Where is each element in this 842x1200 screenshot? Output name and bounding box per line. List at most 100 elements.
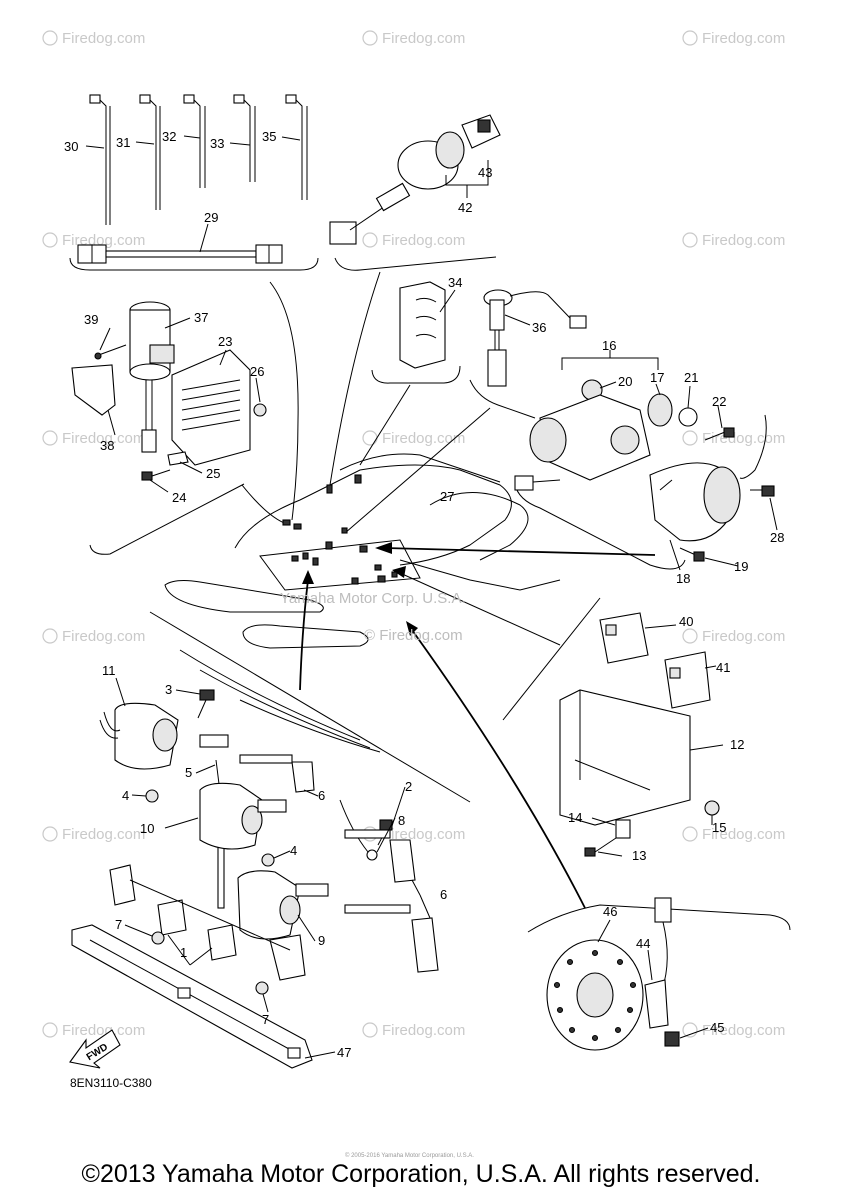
cable-28-lead [739,414,767,479]
relay-40 [599,612,649,664]
watermark-16: Firedog.com [362,1022,465,1039]
watermark-2: Firedog.com [362,30,465,47]
bolt-45 [664,1031,680,1047]
nut-4b [261,853,275,867]
exploded-parts-diagram: Firedog.com Firedog.com Firedog.com Fire… [42,30,791,1159]
pickup-coil-connector [654,897,672,923]
bracket-38 [71,364,116,416]
bracket-1 [109,864,306,981]
leader-cables [269,281,299,521]
svg-text:Firedog.com: Firedog.com [702,826,785,843]
bracket-ignition-switch [334,256,497,271]
bracket-connector [371,365,461,384]
grommet-14 [615,819,631,839]
watermark-15: Firedog.com [42,1022,145,1039]
leader-switch [329,271,381,486]
callout-24: 24 [172,490,186,505]
snowmobile-track [399,559,561,591]
callout-26: 26 [250,364,264,379]
nut-15 [704,800,720,816]
copyright-notice: ©2013 Yamaha Motor Corporation, U.S.A. A… [81,1160,761,1188]
center-watermark-line2: © Firedog.com [364,627,463,644]
svg-text:Firedog.com: Firedog.com [62,1022,145,1039]
callout-46: 46 [603,904,617,919]
svg-text:Firedog.com: Firedog.com [62,30,145,47]
callout-33: 33 [210,136,224,151]
wire-harness-29 [77,244,283,264]
callout-31: 31 [116,135,130,150]
snowmobile-ski-right [242,624,369,649]
arrowhead-rotor [406,621,418,636]
leader-ignition-coil [299,579,309,691]
leader-connector [359,384,411,466]
coil-9 [237,870,329,940]
callout-5: 5 [185,765,192,780]
callout-7a: 7 [115,917,122,932]
center-watermark-line1: Yamaha Motor Corp. U.S.A. [280,590,466,607]
cable-31 [139,94,161,210]
bracket-rotor [527,904,791,933]
callout-15: 15 [712,820,726,835]
callout-20: 20 [618,374,632,389]
bolt-22 [704,427,735,441]
svg-text:Firedog.com: Firedog.com [382,30,465,47]
callout-38: 38 [100,438,114,453]
snowmobile-windshield [339,453,501,483]
switch-plug [329,221,357,245]
svg-text:Firedog.com: Firedog.com [702,628,785,645]
bolt-28 [750,485,775,497]
ring-terminal-8 [339,799,378,861]
ignition-coil-group [71,649,439,1069]
watermark-5: Firedog.com [362,232,465,249]
watermark-7: Firedog.com [42,430,145,447]
bracket-ignitor [89,483,245,555]
svg-text:Firedog.com: Firedog.com [382,430,465,447]
svg-text:Firedog.com: Firedog.com [382,826,465,843]
watermark-6: Firedog.com [682,232,785,249]
snowmobile-ski-left [164,580,324,613]
nut-7a [151,931,165,945]
callout-8: 8 [398,813,405,828]
bracket-cables [69,257,319,271]
coil-10 [199,782,287,850]
ignitor-unit-23 [171,349,251,466]
callout-32: 32 [162,129,176,144]
callout-39: 39 [84,312,98,327]
washer-25 [167,451,189,466]
watermark-12: Firedog.com [42,826,145,843]
callout-6b: 6 [440,887,447,902]
callout-9: 9 [318,933,325,948]
svg-text:Firedog.com: Firedog.com [382,232,465,249]
bracket-ignition-coil [149,611,471,803]
callout-17: 17 [650,370,664,385]
callout-3: 3 [165,682,172,697]
cable-32 [183,94,206,188]
callout-37: 37 [194,310,208,325]
watermark-17: Firedog.com [682,1022,785,1039]
callout-2: 2 [405,779,412,794]
washer-21 [678,407,698,427]
arrowhead-starter [375,542,392,554]
bolt-24 [141,469,171,481]
watermark-layer: Firedog.com Firedog.com Firedog.com Fire… [42,30,785,1039]
callout-22: 22 [712,394,726,409]
bolt-13 [584,837,617,857]
callout-19: 19 [734,559,748,574]
callout-47: 47 [337,1045,351,1060]
callout-6a: 6 [318,788,325,803]
callout-45: 45 [710,1020,724,1035]
callout-36: 36 [532,320,546,335]
callout-44: 44 [636,936,650,951]
callout-numbers: 1 2 3 4 4 5 6 6 7 7 8 9 10 11 12 13 14 1… [64,129,784,1060]
snowmobile-connectors [282,474,398,585]
cable-35 [285,94,308,200]
plug-cap-6b [344,829,439,973]
arrowhead-ignition-coil [302,570,314,584]
callout-30: 30 [64,139,78,154]
callout-21: 21 [684,370,698,385]
callout-18: 18 [676,571,690,586]
tiny-notice: © 2005-2016 Yamaha Motor Corporation, U.… [345,1152,474,1159]
cable-group [77,94,308,264]
callout-41: 41 [716,660,730,675]
